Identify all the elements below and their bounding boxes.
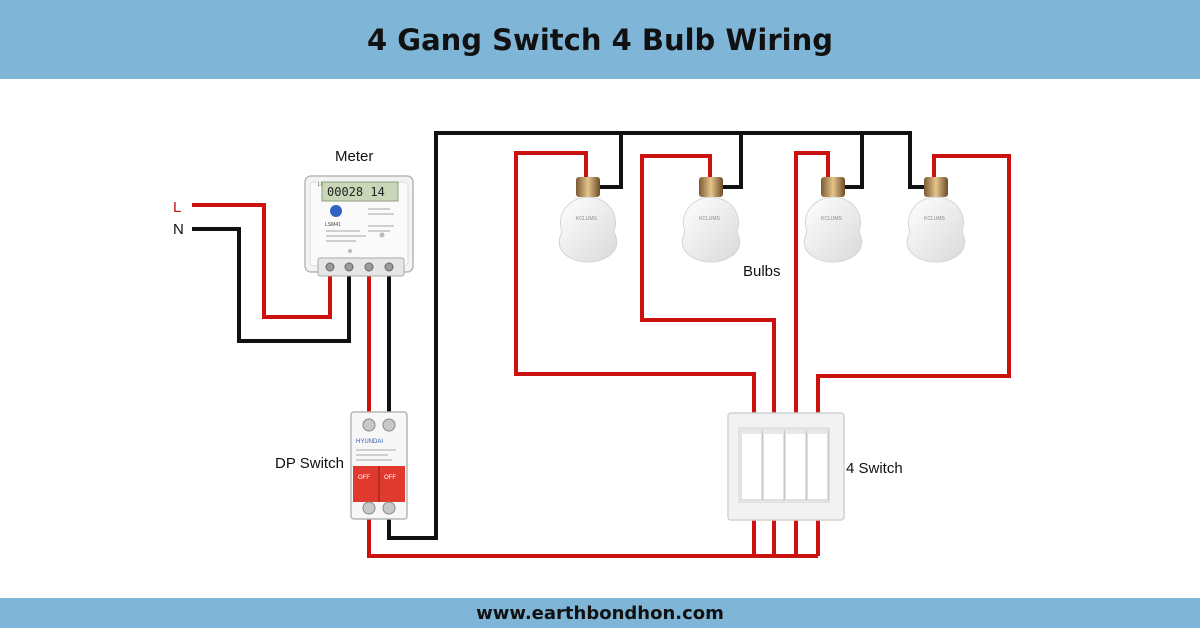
switch-rocker-3 (784, 429, 807, 501)
meter-button-icon (330, 205, 342, 217)
four-switch-label: 4 Switch (846, 460, 903, 477)
breaker-off-label-1: OFF (358, 475, 370, 481)
bulb-3: KCLUMS (804, 177, 862, 263)
line-label: L (173, 199, 181, 216)
neutral-bulb3-wire (843, 133, 864, 189)
breaker-off-label-2: OFF (384, 475, 396, 481)
svg-text:KCLUMS: KCLUMS (576, 216, 598, 222)
breaker-brand: HYUNDAI (356, 439, 383, 445)
neutral-label: N (173, 221, 184, 238)
switch1-bulb1-wire (514, 151, 756, 415)
neutral-bulb2-wire (720, 133, 743, 189)
svg-text:KCLUMS: KCLUMS (699, 216, 721, 222)
bulb-4: KCLUMS (907, 177, 965, 263)
meter-lcd (321, 181, 399, 202)
switch-rocker-2 (762, 429, 785, 501)
bulbs-label: Bulbs (743, 263, 781, 280)
meter-model: LSM41 (325, 222, 341, 228)
neutral-input-wire (192, 227, 351, 343)
neutral-breaker-output-wire (387, 131, 932, 540)
title-bar: 4 Gang Switch 4 Bulb Wiring (0, 0, 1200, 79)
bulb-1: KCLUMS (559, 177, 617, 263)
energy-meter: LINA 00028 14 LSM41 (304, 175, 414, 277)
meter-label: Meter (335, 148, 373, 165)
switch3-bulb3-wire (794, 151, 830, 415)
meter-terminal-block (317, 257, 405, 277)
website-url: www.earthbondhon.com (476, 602, 724, 624)
footer-bar: www.earthbondhon.com (0, 598, 1200, 628)
switch2-bulb2-wire (640, 154, 776, 415)
neutral-bulb1-wire (600, 133, 623, 189)
neutral-wires (192, 131, 932, 540)
live-breaker-output-wire (367, 515, 818, 558)
bulb-2: KCLUMS (682, 177, 740, 263)
page-title: 4 Gang Switch 4 Bulb Wiring (367, 22, 833, 57)
meter-reading: 00028 14 (327, 185, 385, 199)
svg-text:KCLUMS: KCLUMS (924, 216, 946, 222)
four-gang-switch (727, 412, 845, 521)
live-wires (192, 151, 1011, 558)
dp-switch: HYUNDAI OFF OFF (350, 411, 408, 520)
dp-switch-label: DP Switch (275, 455, 344, 472)
switch-rocker-4 (806, 429, 829, 501)
svg-text:KCLUMS: KCLUMS (821, 216, 843, 222)
switch4-bulb4-wire (816, 154, 1011, 415)
live-input-wire (192, 203, 332, 319)
switch-rocker-1 (740, 429, 763, 501)
